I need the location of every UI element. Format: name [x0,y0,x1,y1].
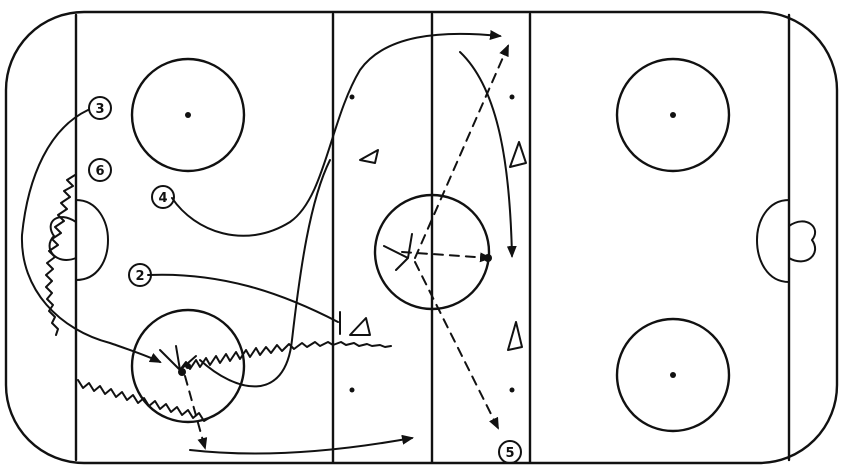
skating-path-loop-center [459,51,517,258]
cone [509,141,527,168]
skating-path-player-4 [171,30,502,237]
goal-crease-right [756,199,790,283]
puck [484,254,492,262]
goal-net-left [48,216,77,261]
neutral-zone-dot [349,94,355,100]
cone [349,317,371,336]
player-3-marker: 3 [88,96,112,120]
player-6-marker: 6 [88,158,112,182]
center-circle [373,193,491,311]
faceoff-circle-left-top [130,57,246,173]
neutral-zone-dot [509,387,515,393]
pass-line [414,44,509,259]
stickhandle-path-left-wall [45,174,76,336]
player-label: 4 [158,191,167,206]
player-5-marker: 5 [498,440,522,464]
player-4-marker: 4 [151,185,175,209]
neutral-zone-dot [349,387,355,393]
goal-crease-left [75,199,109,281]
puck [178,368,186,376]
player-label: 6 [95,164,104,179]
player-label: 2 [135,269,144,284]
skating-path-player-2 [147,273,339,323]
stickhandle-path-bottom [77,379,210,422]
faceoff-dot [185,112,191,118]
faceoff-circle-right-bottom [615,317,731,433]
goal-net-right [788,220,817,263]
cone [359,149,379,164]
pivot-mark [383,233,413,271]
cone [507,321,523,351]
rink-boards [4,10,839,465]
faceoff-circle-right-top [615,57,731,173]
player-label: 5 [505,446,514,461]
skating-path-player-3 [20,109,162,363]
player-label: 3 [95,102,104,117]
faceoff-dot [670,112,676,118]
pass-line [414,261,499,430]
skating-path-s-curve [199,159,331,388]
faceoff-dot [670,372,676,378]
skating-path-bottom [189,434,414,455]
pass-line [401,251,492,263]
pass-line [184,375,208,450]
player-2-marker: 2 [128,263,152,287]
stickhandle-path-rising [179,341,392,371]
neutral-zone-dot [509,94,515,100]
faceoff-circle-left-bottom [130,308,246,424]
